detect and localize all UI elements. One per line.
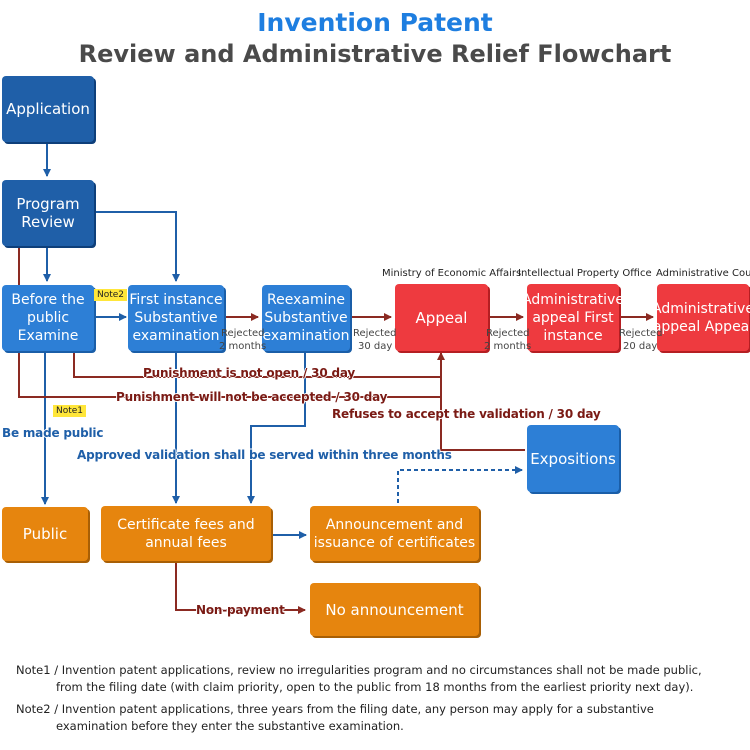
footnote-1: Note1 / Invention patent applications, r…: [16, 662, 702, 696]
punish-not-accepted-label: Punishment will not be accepted / 30 day: [116, 390, 388, 404]
announcement-box: Announcement and issuance of certificate…: [310, 506, 479, 561]
footnote-1-line2: from the filing date (with claim priorit…: [56, 680, 694, 694]
application-box: Application: [2, 76, 94, 142]
rejected-label-1: Rejected: [221, 328, 265, 339]
punish-not-open-label: Punishment is not open / 30 day: [143, 366, 355, 380]
admin-appeal-box: Administrative appeal Appeal: [652, 284, 750, 351]
rejected-period-1: 2 months: [219, 341, 267, 352]
expositions-box: Expositions: [527, 425, 619, 492]
before-public-box: Before the public Examine: [2, 285, 94, 351]
note1-tag: Note1: [53, 405, 87, 417]
admin-court-label: Administrative Court: [656, 268, 750, 279]
public-box: Public: [2, 507, 88, 561]
rejected-label-3: Rejected: [486, 328, 530, 339]
title-main: Invention Patent: [257, 8, 493, 37]
note2-tag: Note2: [94, 289, 128, 301]
rejected-period-4: 20 day: [623, 341, 658, 352]
program-review-box: Program Review: [2, 180, 94, 246]
refuses-validation-label: Refuses to accept the validation / 30 da…: [332, 407, 601, 421]
rejected-label-2: Rejected: [353, 328, 397, 339]
non-payment-label: Non-payment: [196, 603, 285, 617]
footnote-2-line1: Note2 / Invention patent applications, t…: [16, 702, 654, 716]
footnote-2: Note2 / Invention patent applications, t…: [16, 701, 654, 735]
reexamine-box: Reexamine Substantive examination: [262, 285, 350, 351]
approved-validation-label: Approved validation shall be served with…: [77, 448, 452, 462]
appeal-box: Appeal: [395, 284, 488, 351]
footnote-2-line2: examination before they enter the substa…: [56, 719, 404, 733]
be-made-public-label: Be made public: [2, 426, 104, 440]
title-sub: Review and Administrative Relief Flowcha…: [78, 40, 672, 68]
rejected-label-4: Rejected: [619, 328, 663, 339]
no-announcement-box: No announcement: [310, 583, 479, 636]
ipo-label: Intellectual Property Office: [518, 268, 652, 279]
rejected-period-3: 2 months: [484, 341, 532, 352]
footnote-1-line1: Note1 / Invention patent applications, r…: [16, 663, 702, 677]
rejected-period-2: 30 day: [358, 341, 393, 352]
first-instance-box: First instance Substantive examination: [128, 285, 224, 351]
admin-first-instance-box: Administrative appeal First instance: [522, 284, 624, 351]
certificate-fees-box: Certificate fees and annual fees: [101, 506, 271, 561]
ministry-label: Ministry of Economic Affairs: [382, 268, 522, 279]
